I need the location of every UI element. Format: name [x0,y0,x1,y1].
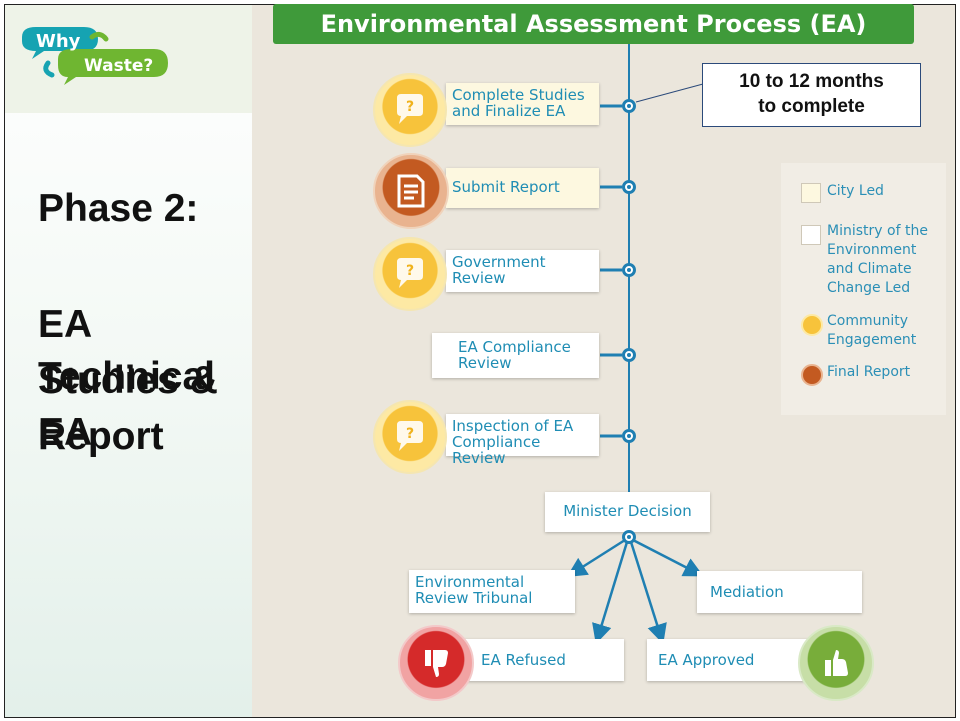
step-text-line: Submit Report [452,178,560,196]
step-environmental-review-tribunal: Environmental Review Tribunal [409,570,575,613]
step-mediation: Mediation [697,571,862,613]
flow-node [622,263,636,277]
step-inspection: Inspection of EA Compliance Review [446,414,599,466]
flow-node [622,180,636,194]
legend-swatch-ministry [801,225,821,245]
flow-node [622,99,636,113]
legend-swatch-city [801,183,821,203]
step-submit-report: Submit Report [446,168,599,208]
phase-title-line-2: Studies & EA [38,359,218,454]
left-panel: Why Waste? Phase 2: EA Technical Studies… [5,5,252,717]
legend-line: Change Led [827,280,911,296]
duration-callout: 10 to 12 months to complete [702,63,921,127]
step-complete-studies: Complete Studies and Finalize EA [446,83,599,125]
step-text-line: Inspection of EA [452,417,574,435]
speech-bubble-icon: ? [373,237,447,311]
callout-line-2: to complete [758,96,865,117]
legend-label-community: Community Engagement [827,312,916,350]
thumbs-down-icon [398,625,474,701]
step-ea-compliance-review: EA Compliance Review [432,333,599,378]
speech-bubble-icon: ? [373,73,447,147]
phase-title-line-1: EA Technical [38,303,216,398]
callout-line-1: 10 to 12 months [739,71,884,92]
logo-area: Why Waste? [5,5,252,113]
logo-word-waste: Waste? [84,56,153,76]
legend-line: Engagement [827,332,917,348]
document-icon [373,153,449,229]
svg-text:?: ? [406,426,414,442]
step-text-line: Mediation [710,583,784,601]
svg-text:?: ? [406,99,414,115]
legend-label-city: City Led [827,183,884,199]
flow-node [622,530,636,544]
step-text-line: Review Tribunal [415,589,533,607]
step-text-line: EA Compliance [458,338,571,356]
step-government-review: Government Review [446,250,599,292]
flow-node [622,348,636,362]
step-text-line: Review [458,354,512,372]
svg-text:?: ? [406,263,414,279]
step-minister-decision: Minister Decision [545,492,710,532]
legend-line: Community [827,313,909,329]
legend-label-ministry: Ministry of the Environment and Climate … [827,222,928,298]
legend-line: Ministry of the [827,223,928,239]
logo-word-why: Why [36,31,81,52]
legend-line: Environment [827,242,917,258]
step-text-line: EA Refused [481,651,566,669]
speech-bubble-icon: ? [373,400,447,474]
flow-node [622,429,636,443]
step-text-line: Environmental [415,573,525,591]
step-text-line: Government [452,253,546,271]
why-waste-logo: Why Waste? [22,27,168,85]
step-text-line: Review [452,269,506,287]
phase-heading: Phase 2: [38,187,199,230]
step-text-line: and Finalize EA [452,102,566,120]
phase-title-line-3: Report [38,415,164,458]
step-text-line: Compliance Review [452,433,541,467]
legend-label-final-report: Final Report [827,364,911,380]
legend-community-icon [801,314,823,336]
legend-report-icon [801,364,823,386]
diagram-title: Environmental Assessment Process (EA) [273,4,914,44]
legend-line: and Climate [827,261,912,277]
step-text-line: Complete Studies [452,86,585,104]
step-text-line: EA Approved [658,651,755,669]
step-text-line: Minister Decision [563,502,692,520]
thumbs-up-icon [798,625,874,701]
